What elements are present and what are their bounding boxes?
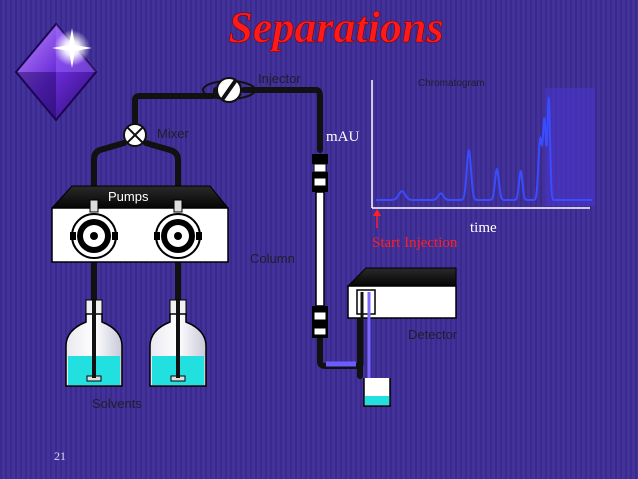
chromatogram-peak-3 [468, 149, 470, 152]
chromatogram [371, 80, 595, 209]
waste-beaker [363, 378, 391, 407]
chromatogram-peak-7 [543, 120, 546, 122]
chromatogram-peak-6 [539, 138, 541, 141]
detector [346, 267, 457, 392]
time-label: time [470, 220, 497, 236]
start-injection-label: Start Injection [372, 235, 458, 251]
mixer [123, 123, 147, 147]
chromatogram-label: Chromatogram [418, 78, 485, 89]
detector-label: Detector [408, 327, 458, 342]
column [312, 154, 328, 362]
chromatogram-peak-2 [440, 192, 442, 195]
start-injection-arrow-icon [373, 209, 381, 228]
chromatogram-peak-8 [548, 98, 550, 100]
pump-unit [50, 185, 230, 263]
chromatogram-peak-5 [519, 170, 522, 173]
chromatogram-peak-4 [496, 168, 498, 170]
page-number: 21 [54, 449, 66, 463]
injector [202, 77, 256, 103]
column-label: Column [250, 251, 295, 266]
mixer-label: Mixer [157, 126, 189, 141]
mau-label: mAU [326, 129, 360, 145]
chromatogram-trace [376, 97, 592, 201]
diamond-logo-icon [14, 22, 98, 122]
pumps-label: Pumps [108, 189, 149, 204]
injector-label: Injector [258, 71, 301, 86]
chromatogram-peak-1 [401, 190, 403, 192]
solvents-label: Solvents [92, 396, 142, 411]
slide-title: Separations [228, 3, 443, 52]
